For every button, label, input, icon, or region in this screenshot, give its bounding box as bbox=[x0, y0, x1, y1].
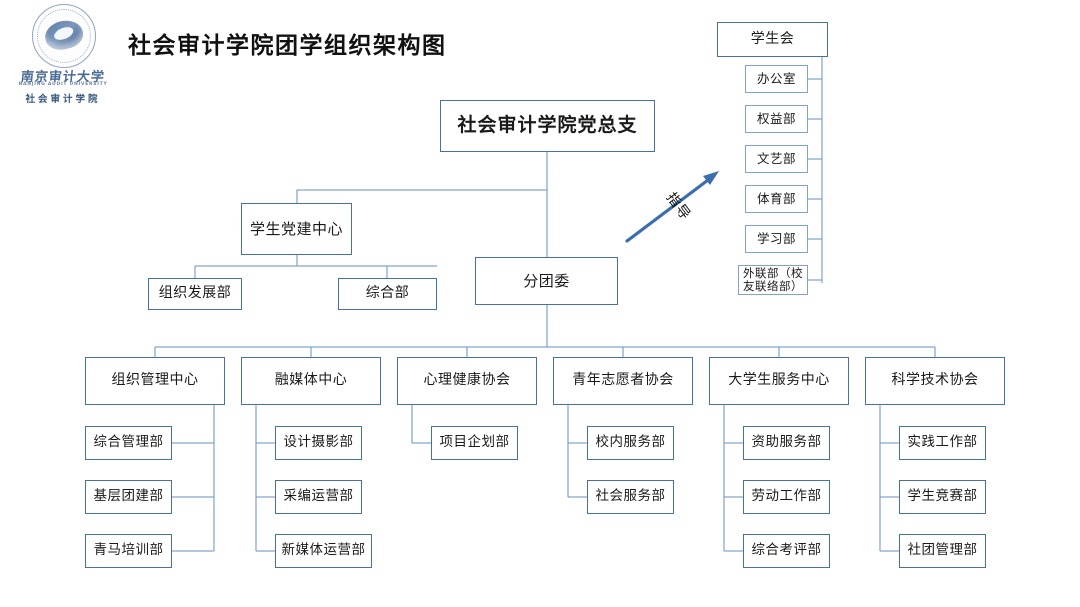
node-science-technology-association[interactable]: 科学技术协会 bbox=[865, 357, 1005, 405]
node-student-union-arts-dept[interactable]: 文艺部 bbox=[745, 145, 808, 173]
node-grassroots-league-building-dept[interactable]: 基层团建部 bbox=[85, 480, 172, 514]
node-student-union-office[interactable]: 办公室 bbox=[745, 65, 808, 93]
node-club-management-dept[interactable]: 社团管理部 bbox=[899, 534, 986, 568]
page-title: 社会审计学院团学组织架构图 bbox=[128, 33, 447, 59]
node-student-competition-dept[interactable]: 学生竞赛部 bbox=[899, 480, 986, 514]
node-new-media-operations-dept[interactable]: 新媒体运营部 bbox=[275, 534, 372, 568]
node-youth-volunteer-association[interactable]: 青年志愿者协会 bbox=[553, 357, 693, 405]
node-student-union[interactable]: 学生会 bbox=[717, 22, 828, 57]
node-editing-operations-dept[interactable]: 采编运营部 bbox=[275, 480, 362, 514]
node-general-affairs-dept[interactable]: 综合部 bbox=[338, 278, 437, 310]
node-qingma-training-dept[interactable]: 青马培训部 bbox=[85, 534, 172, 568]
node-student-service-center[interactable]: 大学生服务中心 bbox=[709, 357, 849, 405]
logo-sub-name: 社会审计学院 bbox=[25, 94, 101, 105]
node-organization-management-center[interactable]: 组织管理中心 bbox=[85, 357, 225, 405]
guidance-relation-label: 指导 bbox=[662, 189, 694, 224]
logo-en-name: NANJING AUDIT UNIVERSITY bbox=[18, 82, 108, 87]
node-financial-aid-service-dept[interactable]: 资助服务部 bbox=[743, 426, 830, 460]
node-practice-work-dept[interactable]: 实践工作部 bbox=[899, 426, 986, 460]
node-comprehensive-evaluation-dept[interactable]: 综合考评部 bbox=[743, 534, 830, 568]
node-student-union-rights-dept[interactable]: 权益部 bbox=[745, 105, 808, 133]
logo-seal-icon bbox=[32, 4, 96, 68]
node-design-photography-dept[interactable]: 设计摄影部 bbox=[275, 426, 362, 460]
node-party-building-center[interactable]: 学生党建中心 bbox=[241, 203, 352, 255]
node-campus-service-dept[interactable]: 校内服务部 bbox=[587, 426, 674, 460]
node-project-planning-dept[interactable]: 项目企划部 bbox=[431, 426, 518, 460]
node-labor-work-dept[interactable]: 劳动工作部 bbox=[743, 480, 830, 514]
node-student-union-study-dept[interactable]: 学习部 bbox=[745, 225, 808, 253]
node-youth-league-committee[interactable]: 分团委 bbox=[475, 257, 618, 305]
node-student-union-sports-dept[interactable]: 体育部 bbox=[745, 185, 808, 213]
node-organization-development-dept[interactable]: 组织发展部 bbox=[148, 278, 242, 310]
node-mental-health-association[interactable]: 心理健康协会 bbox=[397, 357, 537, 405]
node-party-branch[interactable]: 社会审计学院党总支 bbox=[440, 100, 655, 152]
node-student-union-liaison-dept[interactable]: 外联部（校友联络部） bbox=[738, 265, 808, 295]
logo-swoosh-icon bbox=[42, 17, 86, 53]
node-comprehensive-management-dept[interactable]: 综合管理部 bbox=[85, 426, 172, 460]
node-media-convergence-center[interactable]: 融媒体中心 bbox=[241, 357, 381, 405]
node-social-service-dept[interactable]: 社会服务部 bbox=[587, 480, 674, 514]
university-logo: 南京审计大学 NANJING AUDIT UNIVERSITY 社会审计学院 bbox=[14, 4, 112, 108]
